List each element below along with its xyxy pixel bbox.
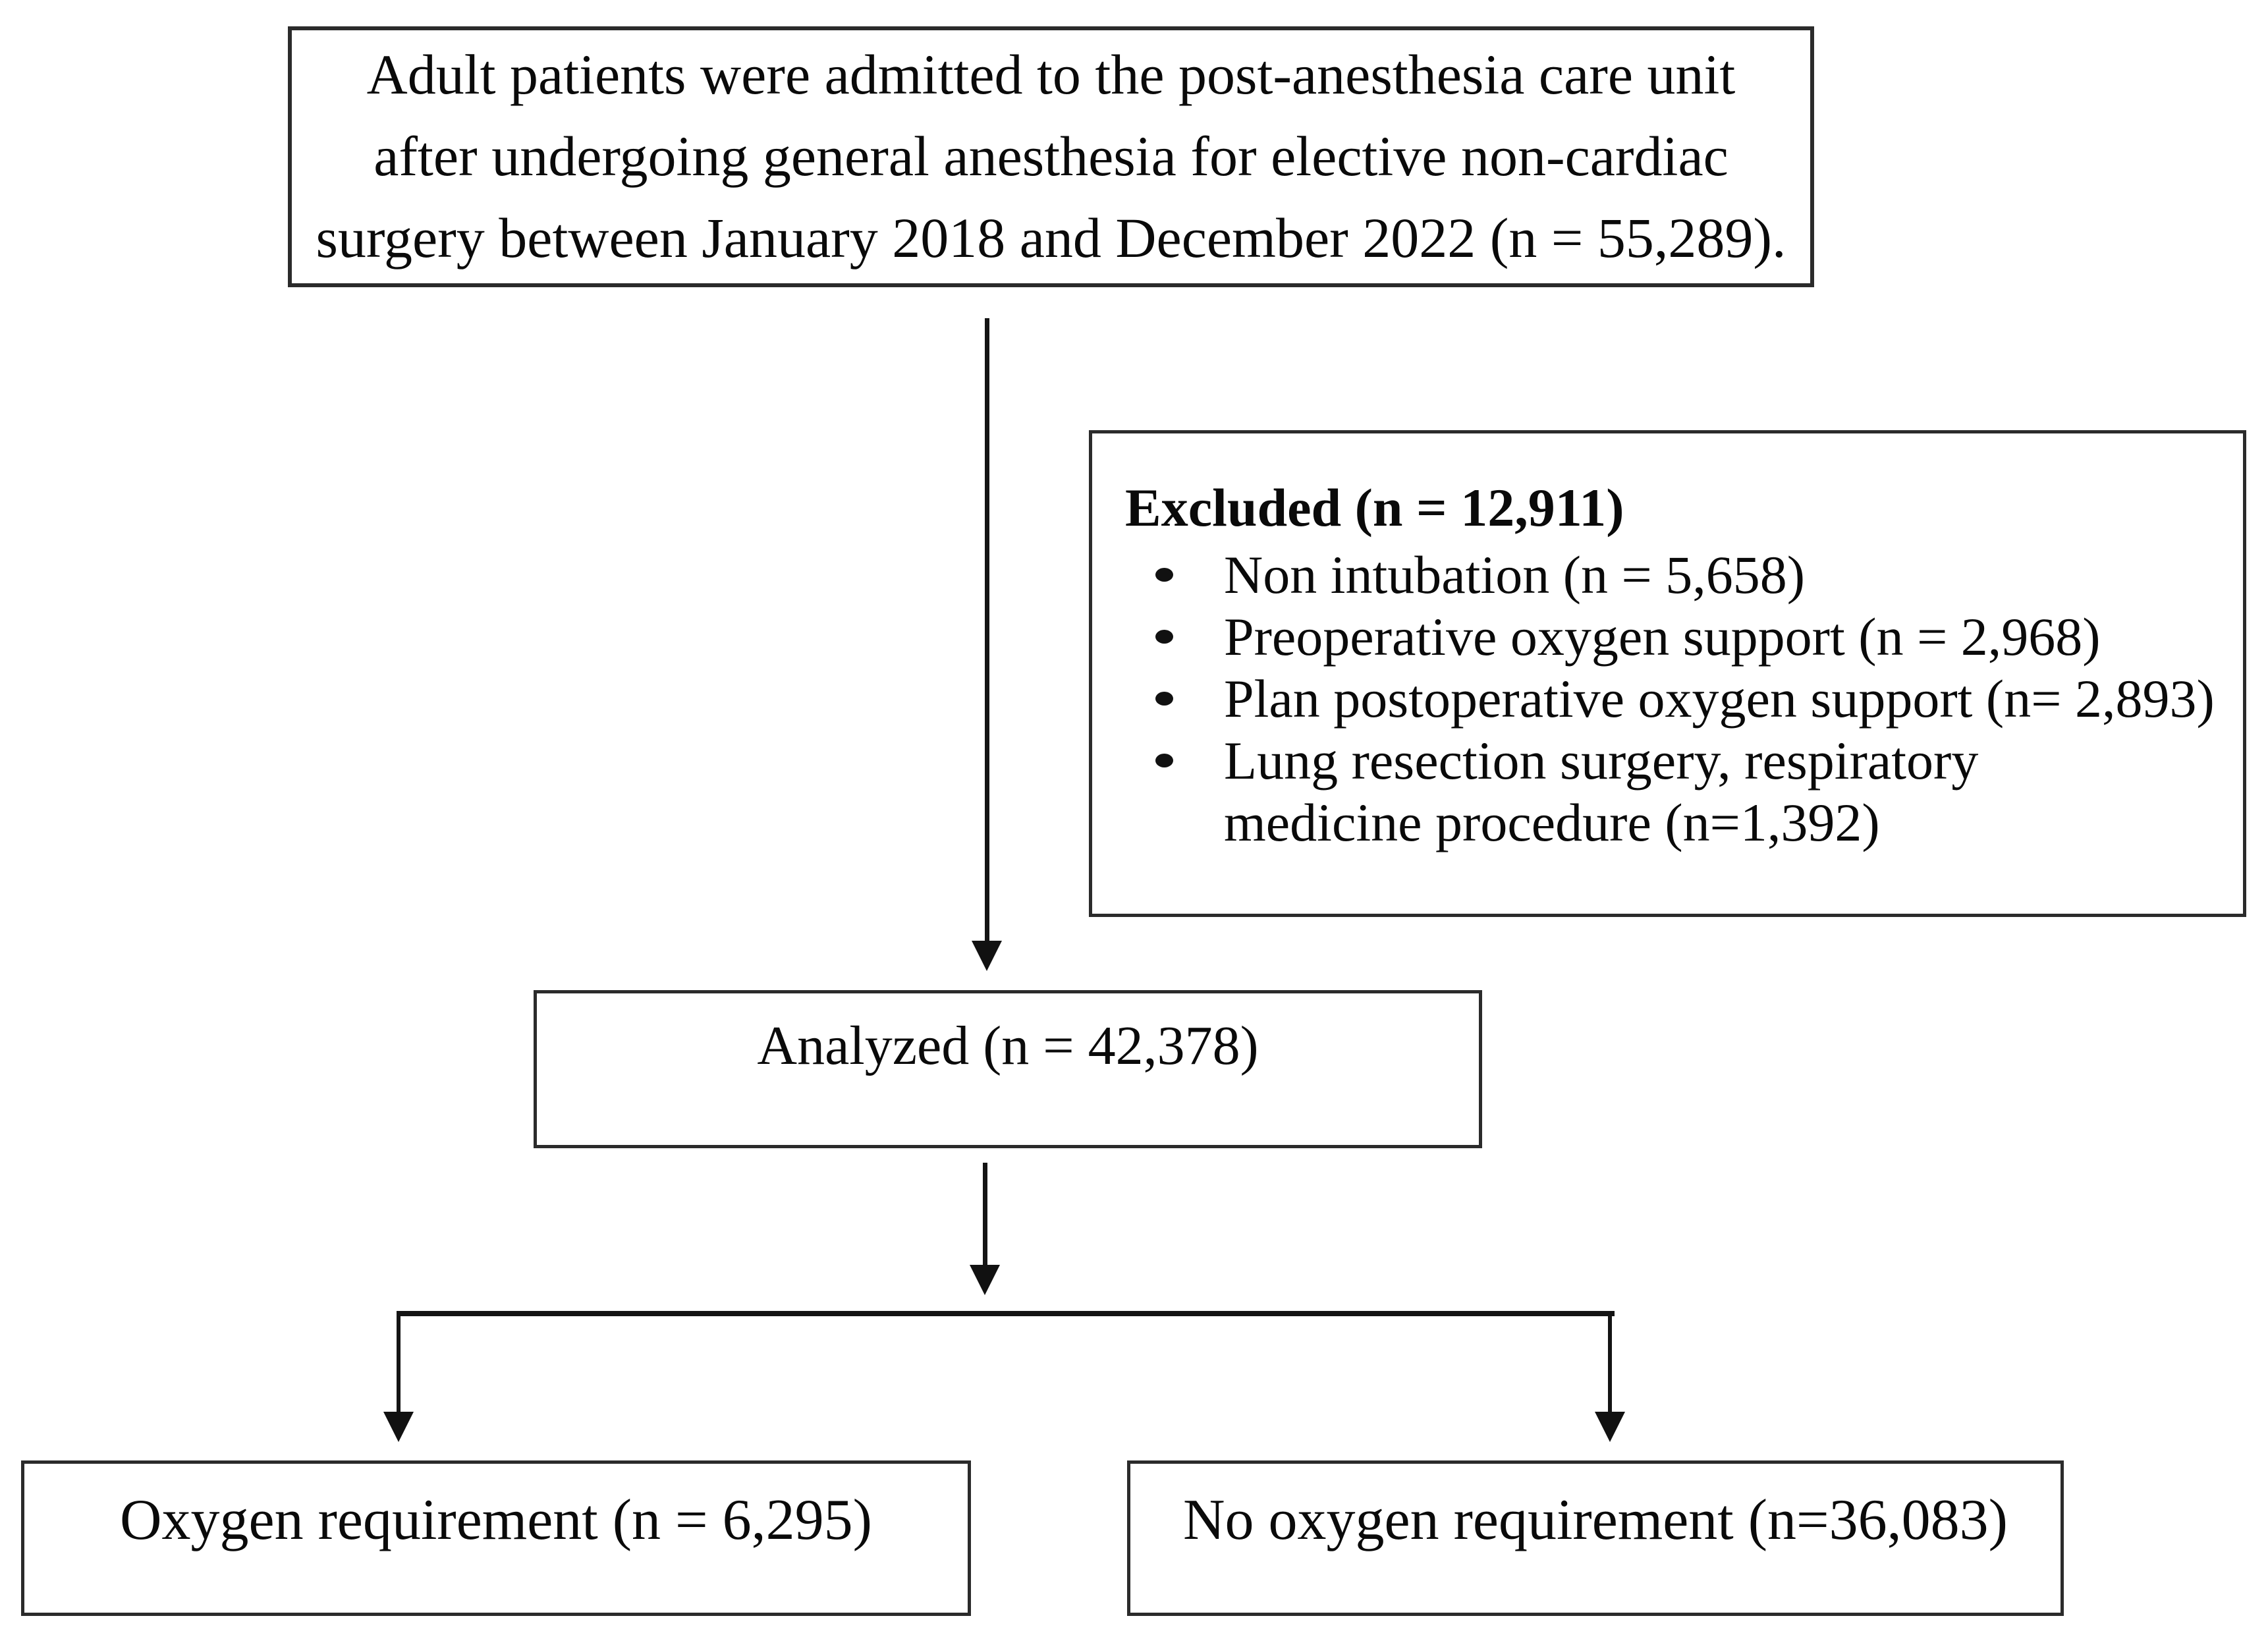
analyzed-label: Analyzed (n = 42,378) [757, 1015, 1259, 1076]
analyzed-box: Analyzed (n = 42,378) [534, 990, 1482, 1148]
oxygen-requirement-box: Oxygen requirement (n = 6,295) [21, 1460, 971, 1616]
arrow-down-icon [972, 941, 1002, 971]
split-left-arrow-line [397, 1315, 401, 1412]
analyzed-to-split-arrow-line [983, 1163, 987, 1265]
excluded-item-line: Non intubation (n = 5,658) [1224, 545, 1806, 605]
no-oxygen-requirement-label: No oxygen requirement (n=36,083) [1183, 1488, 2008, 1552]
excluded-item: Lung resection surgery, respiratory medi… [1125, 730, 2234, 854]
excluded-box: Excluded (n = 12,911) Non intubation (n … [1089, 430, 2246, 917]
excluded-item-line: medicine procedure (n=1,392) [1224, 792, 1880, 852]
arrow-down-icon [383, 1412, 414, 1442]
bullet-icon [1155, 568, 1173, 582]
bullet-cell [1125, 544, 1224, 582]
excluded-item-line: Preoperative oxygen support (n = 2,968) [1224, 607, 2101, 667]
enrollment-line-3: surgery between January 2018 and Decembe… [316, 206, 1786, 269]
excluded-heading: Excluded (n = 12,911) [1125, 478, 1624, 538]
excluded-item: Preoperative oxygen support (n = 2,968) [1125, 606, 2234, 668]
enrollment-box: Adult patients were admitted to the post… [288, 26, 1814, 287]
bullet-icon [1155, 630, 1173, 644]
arrow-down-icon [970, 1265, 1000, 1295]
excluded-item-line: Plan postoperative oxygen support (n= 2,… [1224, 669, 2215, 729]
bullet-icon [1155, 692, 1173, 706]
excluded-item: Plan postoperative oxygen support (n= 2,… [1125, 668, 2234, 730]
excluded-item-line: Lung resection surgery, respiratory [1224, 731, 1979, 791]
enrollment-line-2: after undergoing general anesthesia for … [373, 125, 1729, 188]
oxygen-requirement-label: Oxygen requirement (n = 6,295) [120, 1488, 872, 1552]
bullet-cell [1125, 668, 1224, 706]
enrollment-line-1: Adult patients were admitted to the post… [366, 43, 1736, 106]
split-right-arrow-line [1608, 1315, 1612, 1412]
arrow-down-icon [1595, 1412, 1625, 1442]
no-oxygen-requirement-box: No oxygen requirement (n=36,083) [1127, 1460, 2064, 1616]
split-horizontal-line [397, 1311, 1615, 1316]
bullet-cell [1125, 606, 1224, 644]
bullet-cell [1125, 730, 1224, 767]
bullet-icon [1155, 754, 1173, 767]
excluded-item: Non intubation (n = 5,658) [1125, 544, 2234, 606]
enrollment-to-analyzed-arrow-line [985, 318, 989, 941]
